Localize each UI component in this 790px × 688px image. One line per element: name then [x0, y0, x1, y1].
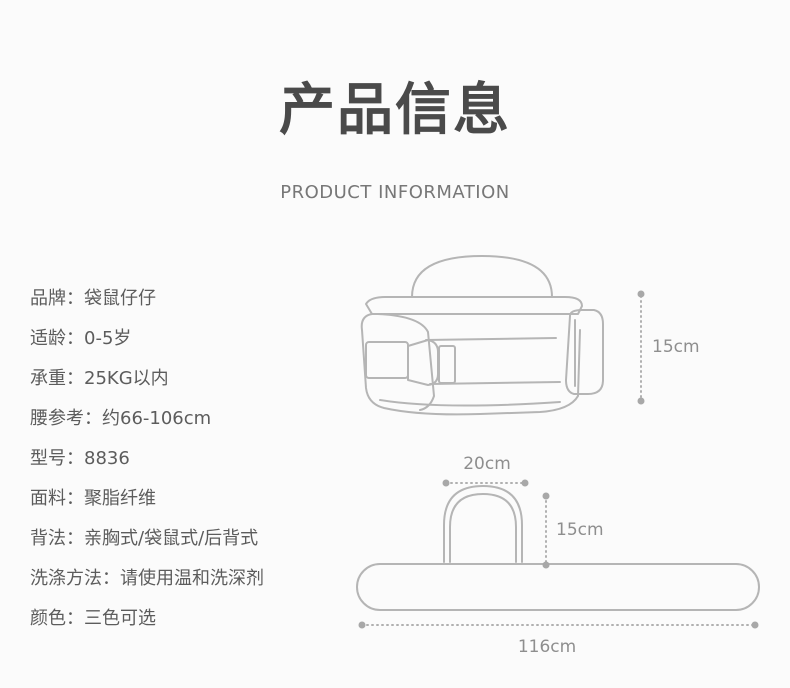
- spec-label: 颜色: [30, 608, 66, 629]
- dimension-lines: [361, 295, 755, 626]
- spec-carry: 背法：亲胸式/袋鼠式/后背式: [30, 528, 259, 549]
- spec-wash: 洗涤方法：请使用温和洗深剂: [30, 568, 264, 589]
- page-subtitle: PRODUCT INFORMATION: [280, 182, 510, 203]
- belt-body: [360, 313, 581, 416]
- spec-list: 品牌：袋鼠仔仔 适龄：0-5岁 承重：25KG以内 腰参考：约66-106cm …: [30, 287, 264, 647]
- hip-seat-illustration: [360, 255, 604, 416]
- belt-strap: [425, 337, 561, 385]
- spec-label: 型号: [30, 448, 66, 469]
- spec-value: 8836: [84, 448, 130, 469]
- seat-top-rim: [365, 296, 583, 315]
- dim-dot: [358, 621, 366, 629]
- strap-tab: [365, 341, 409, 379]
- spec-waist: 腰参考：约66-106cm: [30, 408, 212, 429]
- spec-brand: 品牌：袋鼠仔仔: [30, 288, 156, 309]
- seat-dome: [411, 255, 553, 298]
- spec-value: 亲胸式/袋鼠式/后背式: [84, 528, 259, 549]
- side-pocket: [565, 309, 604, 395]
- dim-dot: [442, 479, 450, 487]
- profile-illustration: [356, 485, 760, 611]
- belt-lower-rim: [379, 399, 561, 407]
- dim-dot: [521, 479, 529, 487]
- spec-label: 承重: [30, 368, 66, 389]
- spec-value: 请使用温和洗深剂: [120, 568, 264, 589]
- spec-label: 腰参考: [30, 408, 84, 429]
- spec-value: 袋鼠仔仔: [84, 288, 156, 309]
- dim-dot: [637, 397, 645, 405]
- spec-label: 背法: [30, 528, 66, 549]
- spec-fabric: 面料：聚脂纤维: [30, 488, 156, 509]
- dim-label-seat-height: 15cm: [556, 520, 604, 540]
- spec-value: 聚脂纤维: [84, 488, 156, 509]
- dim-dot: [637, 290, 645, 298]
- spec-value: 三色可选: [84, 608, 156, 629]
- buckle-clip: [438, 345, 456, 384]
- spec-load: 承重：25KG以内: [30, 368, 169, 389]
- dim-dot: [751, 621, 759, 629]
- dimension-endpoints: [358, 290, 759, 629]
- dim-dot: [542, 492, 550, 500]
- spec-label: 洗涤方法: [30, 568, 102, 589]
- spec-age: 适龄：0-5岁: [30, 328, 132, 349]
- profile-belt: [356, 563, 760, 611]
- belt-front-panel: [377, 313, 435, 411]
- profile-seat-outer: [443, 485, 523, 563]
- profile-seat-inner: [449, 493, 517, 563]
- spec-value: 0-5岁: [84, 328, 132, 349]
- spec-model: 型号：8836: [30, 448, 130, 469]
- spec-label: 品牌: [30, 288, 66, 309]
- dim-label-belt-length: 116cm: [518, 637, 576, 657]
- dim-label-seat-width: 20cm: [463, 454, 511, 474]
- page-title: 产品信息: [279, 78, 511, 143]
- spec-color: 颜色：三色可选: [30, 608, 156, 629]
- spec-label: 面料: [30, 488, 66, 509]
- spec-value: 约66-106cm: [102, 408, 212, 429]
- spec-value: 25KG以内: [84, 368, 169, 389]
- buckle-icon: [407, 339, 439, 386]
- spec-label: 适龄: [30, 328, 66, 349]
- dim-label-height-side: 15cm: [652, 337, 700, 357]
- dim-dot: [542, 561, 550, 569]
